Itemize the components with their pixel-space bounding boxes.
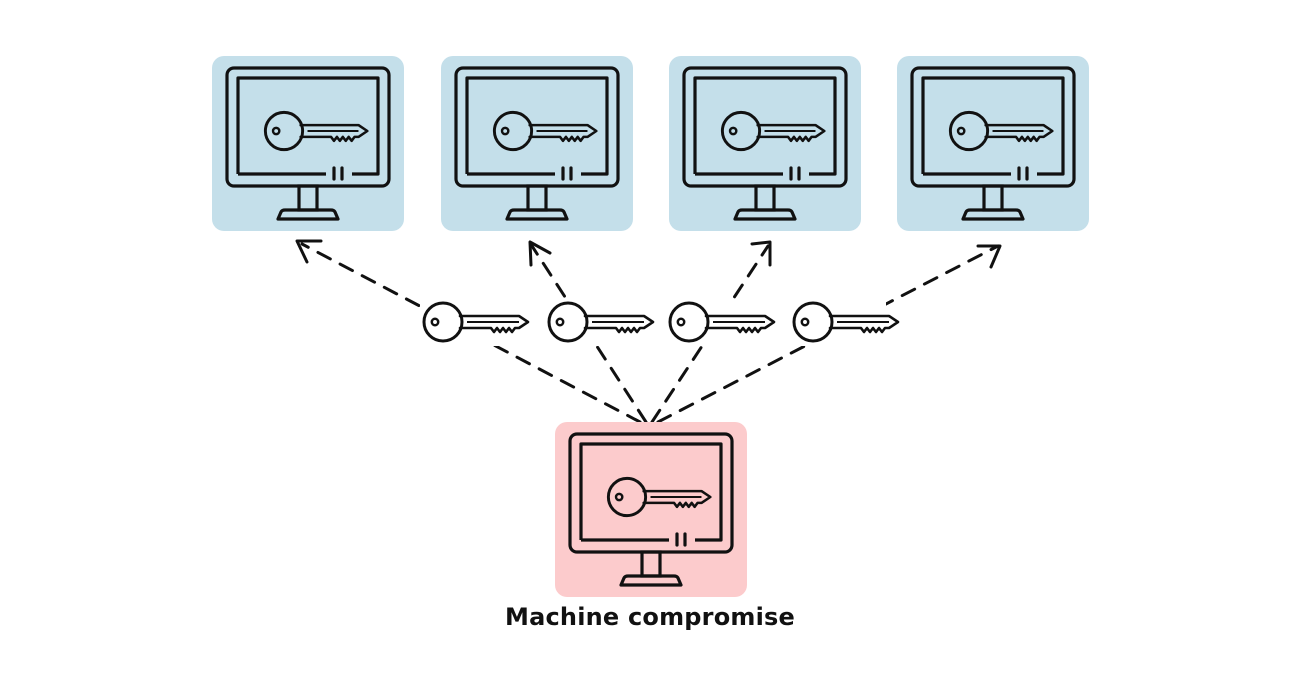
target-machine-background: [212, 56, 404, 231]
arrowhead-3-icon: [750, 240, 772, 267]
target-machine-1: [212, 56, 404, 231]
arrowheads: [295, 239, 1002, 269]
arrows: [300, 242, 1000, 424]
arrowhead-4-icon: [976, 244, 1002, 269]
arrow-to-target-1: [300, 242, 642, 424]
compromised-machine-background: [555, 422, 747, 597]
target-machine-background: [441, 56, 633, 231]
target-machine-3: [669, 56, 861, 231]
target-machine-background: [897, 56, 1089, 231]
target-machine-background: [669, 56, 861, 231]
target-machines: [212, 56, 1089, 231]
target-machine-4: [897, 56, 1089, 231]
target-machine-2: [441, 56, 633, 231]
arrowhead-1-icon: [295, 239, 323, 264]
arrowhead-2-icon: [528, 240, 552, 267]
arrow-to-target-4: [656, 244, 1000, 424]
compromised-machine: [555, 422, 747, 597]
diagram-caption: Machine compromise: [505, 603, 795, 631]
